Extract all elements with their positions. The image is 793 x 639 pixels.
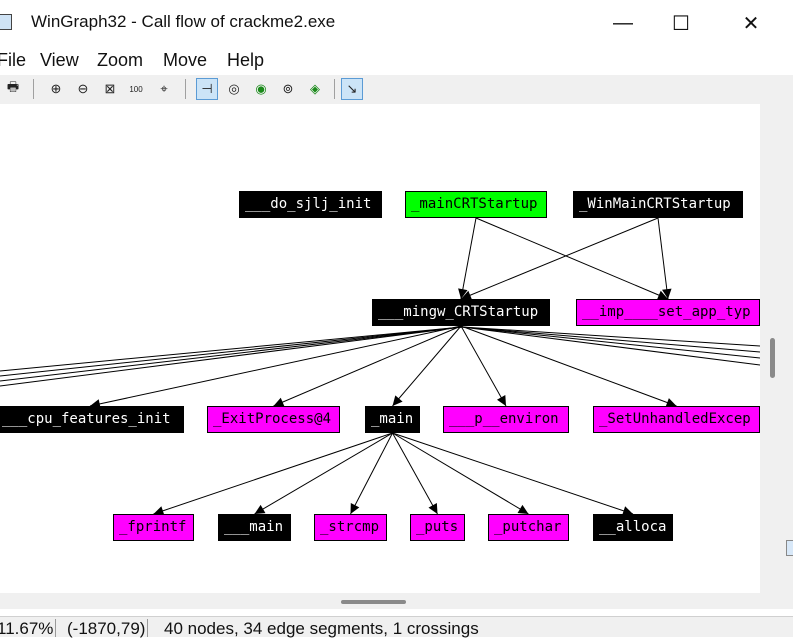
edge-arrowhead: [428, 503, 438, 514]
graph-node[interactable]: ___p__environ: [443, 406, 569, 433]
graph-node[interactable]: _mainCRTStartup: [405, 191, 547, 218]
graph-edge: [254, 432, 393, 515]
follow-edge-icon[interactable]: ↘: [341, 78, 363, 100]
edge-arrowhead: [517, 504, 529, 514]
graph-edge: [460, 217, 659, 300]
vertical-scroll-thumb[interactable]: [770, 338, 775, 378]
maximize-button[interactable]: ☐: [672, 12, 690, 35]
edge-arrowhead: [665, 398, 677, 408]
edge-arrowhead: [496, 395, 506, 406]
edge-arrowhead: [662, 288, 672, 299]
graph-node[interactable]: ___main: [218, 514, 291, 541]
status-coords: (-1870,79): [67, 619, 149, 638]
edge-arrowhead: [657, 290, 668, 300]
toolbar-separator: [334, 79, 335, 99]
graph-edge: [89, 325, 462, 407]
graph-node[interactable]: _SetUnhandledExcep: [593, 406, 760, 433]
minimize-button[interactable]: —: [613, 11, 633, 34]
graph-node[interactable]: _puts: [410, 514, 465, 541]
graph-edges: [0, 217, 760, 516]
graph-node[interactable]: _main: [365, 406, 420, 433]
graph-edge: [392, 325, 462, 407]
offscreen-edges: [0, 326, 760, 387]
graph-node[interactable]: __alloca: [593, 514, 673, 541]
status-summary: 40 nodes, 34 edge segments, 1 crossings: [164, 619, 479, 638]
fit-window-icon[interactable]: ⊠: [104, 81, 116, 96]
edge-arrowhead: [461, 290, 472, 300]
edge-arrowhead: [458, 288, 468, 299]
zoom-100-icon[interactable]: 100: [129, 84, 143, 94]
graph-canvas[interactable]: ___do_sjlj_init _mainCRTStartup _WinMain…: [0, 104, 760, 609]
fisheye-icon[interactable]: ◎: [228, 81, 240, 96]
menu-help[interactable]: Help: [227, 50, 265, 70]
fisheye-fixed-icon[interactable]: ⊚: [282, 81, 294, 96]
menu-zoom[interactable]: Zoom: [97, 50, 144, 70]
graph-edge: [657, 217, 669, 300]
graph-node[interactable]: ___cpu_features_init: [0, 406, 184, 433]
edge-arrowhead: [622, 506, 633, 516]
graph-edge: [475, 217, 669, 300]
window-title: WinGraph32 - Call flow of crackme2.exe: [31, 12, 336, 31]
print-icon[interactable]: 🖶: [6, 79, 20, 94]
graph-edge: [460, 325, 677, 407]
app-icon: [0, 14, 12, 30]
graph-node[interactable]: _fprintf: [113, 514, 194, 541]
zoom-in-icon[interactable]: ⊕: [50, 81, 62, 96]
graph-node[interactable]: ___do_sjlj_init: [239, 191, 382, 218]
graph-node[interactable]: ___mingw_CRTStartup: [372, 299, 550, 326]
edge-arrowhead: [273, 397, 285, 407]
graph-edge: [460, 217, 477, 300]
edge-arrowhead: [392, 395, 403, 406]
graph-node[interactable]: _putchar: [488, 514, 569, 541]
menu-move[interactable]: Move: [163, 50, 208, 70]
graph-edge: [392, 432, 634, 515]
edge-arrowhead: [153, 506, 165, 516]
layout-normal-icon[interactable]: ⊣: [196, 78, 218, 100]
center-icon[interactable]: ⌖: [160, 81, 168, 96]
status-bar: 11.67% (-1870,79) 40 nodes, 34 edge segm…: [0, 616, 793, 638]
graph-edge: [273, 325, 462, 407]
toolbar: 🖶 ⊕ ⊖ ⊠ 100 ⌖ ⊣ ◎ ◉ ⊚ ◈ ↘: [0, 75, 793, 105]
title-bar: WinGraph32 - Call flow of crackme2.exe —…: [0, 0, 793, 46]
zoom-out-icon[interactable]: ⊖: [77, 81, 89, 96]
toolbar-separator: [33, 79, 34, 99]
graph-edge: [153, 432, 393, 515]
fisheye-polar-fixed-icon[interactable]: ◈: [310, 81, 320, 96]
background-window-edge: [786, 540, 793, 556]
vertical-scrollbar[interactable]: [760, 104, 793, 609]
graph-node[interactable]: _strcmp: [314, 514, 387, 541]
horizontal-scroll-thumb[interactable]: [341, 600, 406, 604]
edge-arrowhead: [350, 503, 360, 514]
graph-node[interactable]: _ExitProcess@4: [207, 406, 340, 433]
graph-node[interactable]: __imp____set_app_typ: [576, 299, 760, 326]
graph-edge: [460, 325, 507, 407]
status-zoom: 11.67%: [0, 619, 57, 638]
menu-bar: File View Zoom Move Help: [0, 46, 793, 74]
horizontal-scrollbar[interactable]: [0, 593, 760, 609]
polar-fisheye-icon[interactable]: ◉: [255, 81, 267, 96]
menu-view[interactable]: View: [40, 50, 79, 70]
edge-arrowhead: [254, 504, 266, 514]
graph-edge: [350, 432, 393, 515]
graph-node[interactable]: _WinMainCRTStartup: [573, 191, 743, 218]
menu-file[interactable]: File: [0, 50, 27, 70]
toolbar-separator: [185, 79, 186, 99]
close-button[interactable]: ✕: [742, 12, 760, 35]
graph-edge: [392, 432, 438, 515]
graph-edge: [392, 432, 529, 515]
